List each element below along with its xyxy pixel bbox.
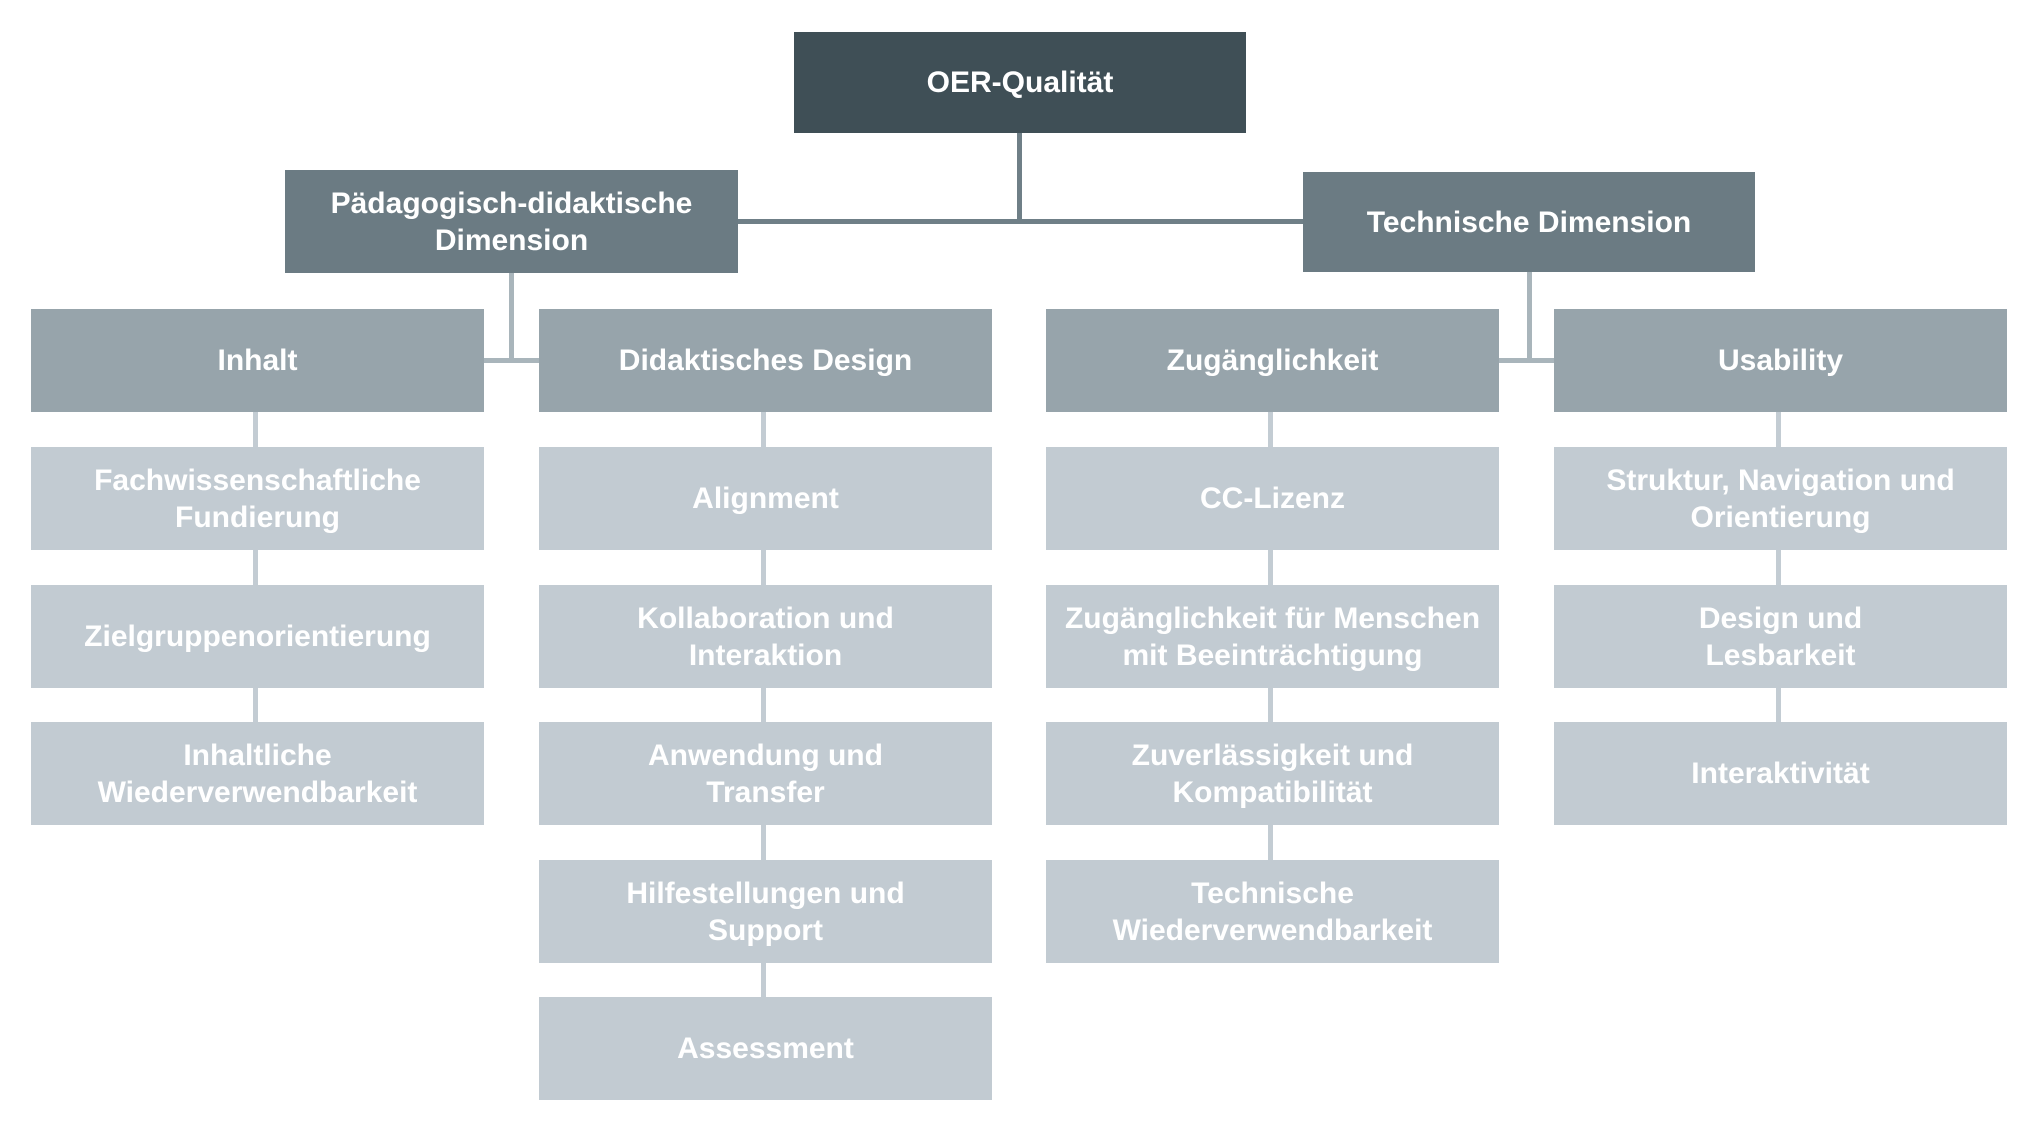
- connector-root-vertical: [1017, 133, 1022, 221]
- connector-usability-item2: [1776, 550, 1781, 585]
- node-dimension-paedagogisch-didaktisch: Pädagogisch-didaktische Dimension: [285, 170, 738, 273]
- connector-paedagogisch-horizontal: [484, 358, 539, 363]
- node-item-kollaboration-interaktion: Kollaboration und Interaktion: [539, 585, 992, 688]
- node-branch-zugaenglichkeit: Zugänglichkeit: [1046, 309, 1499, 412]
- connector-didaktik-item1: [761, 412, 766, 447]
- node-branch-inhalt: Inhalt: [31, 309, 484, 412]
- connector-paedagogisch-vertical: [509, 273, 514, 360]
- connector-zugang-item4: [1268, 825, 1273, 860]
- connector-didaktik-item4: [761, 825, 766, 860]
- node-item-zugaenglichkeit-beeintraechtigung: Zugänglichkeit für Menschen mit Beeinträ…: [1046, 585, 1499, 688]
- connector-inhalt-item2: [253, 550, 258, 585]
- node-branch-usability: Usability: [1554, 309, 2007, 412]
- node-item-assessment: Assessment: [539, 997, 992, 1100]
- connector-inhalt-item1: [253, 412, 258, 447]
- connector-usability-item3: [1776, 688, 1781, 722]
- node-item-hilfestellungen-support: Hilfestellungen und Support: [539, 860, 992, 963]
- connector-dimensions-horizontal: [738, 219, 1303, 224]
- connector-didaktik-item3: [761, 688, 766, 722]
- node-item-zielgruppenorientierung: Zielgruppenorientierung: [31, 585, 484, 688]
- node-item-alignment: Alignment: [539, 447, 992, 550]
- node-branch-didaktisches-design: Didaktisches Design: [539, 309, 992, 412]
- connector-zugang-item1: [1268, 412, 1273, 447]
- node-item-struktur-navigation-orientierung: Struktur, Navigation und Orientierung: [1554, 447, 2007, 550]
- connector-usability-item1: [1776, 412, 1781, 447]
- node-item-technische-wiederverwendbarkeit: Technische Wiederverwendbarkeit: [1046, 860, 1499, 963]
- connector-inhalt-item3: [253, 688, 258, 722]
- node-dimension-technisch: Technische Dimension: [1303, 172, 1755, 272]
- connector-didaktik-item5: [761, 963, 766, 997]
- node-item-interaktivitaet: Interaktivität: [1554, 722, 2007, 825]
- connector-zugang-item3: [1268, 688, 1273, 722]
- node-item-anwendung-transfer: Anwendung und Transfer: [539, 722, 992, 825]
- node-oer-qualitaet: OER-Qualität: [794, 32, 1246, 133]
- node-item-fachwissenschaftliche-fundierung: Fachwissenschaftliche Fundierung: [31, 447, 484, 550]
- node-item-zuverlaessigkeit-kompatibilitaet: Zuverlässigkeit und Kompatibilität: [1046, 722, 1499, 825]
- node-item-cc-lizenz: CC-Lizenz: [1046, 447, 1499, 550]
- connector-technisch-horizontal: [1499, 358, 1554, 363]
- node-item-design-lesbarkeit: Design und Lesbarkeit: [1554, 585, 2007, 688]
- node-item-inhaltliche-wiederverwendbarkeit: Inhaltliche Wiederverwendbarkeit: [31, 722, 484, 825]
- connector-didaktik-item2: [761, 550, 766, 585]
- connector-technisch-vertical: [1527, 272, 1532, 360]
- connector-zugang-item2: [1268, 550, 1273, 585]
